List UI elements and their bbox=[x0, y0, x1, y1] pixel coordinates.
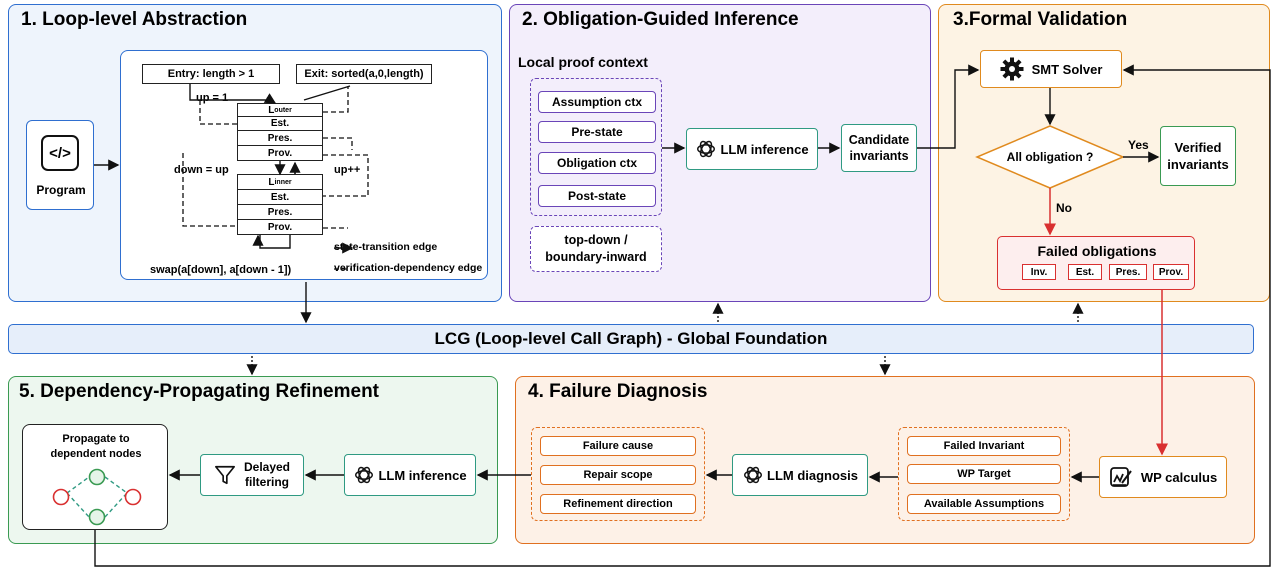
decision-label: All obligation ? bbox=[1006, 150, 1094, 164]
diag-refinement-direction: Refinement direction bbox=[540, 494, 696, 514]
no-label: No bbox=[1056, 201, 1072, 215]
diag-failure-cause: Failure cause bbox=[540, 436, 696, 456]
llm-diagnosis-box: LLM diagnosis bbox=[732, 454, 868, 496]
failed-tag-pres: Pres. bbox=[1109, 264, 1147, 280]
wp-icon bbox=[1109, 467, 1132, 487]
funnel-icon bbox=[214, 465, 235, 485]
verified-invariants-box: Verified invariants bbox=[1160, 126, 1236, 186]
llm-inference-refine-box: LLM inference bbox=[344, 454, 476, 496]
failed-tag-prov: Prov. bbox=[1153, 264, 1189, 280]
code-icon: </> bbox=[41, 135, 79, 171]
program-box: </> Program bbox=[26, 120, 94, 210]
graph-node-red-left bbox=[52, 488, 70, 506]
dependency-graph bbox=[52, 468, 142, 526]
diag-repair-scope: Repair scope bbox=[540, 465, 696, 485]
wp-item-target: WP Target bbox=[907, 464, 1061, 484]
graph-node-green-bottom bbox=[88, 508, 106, 526]
wp-item-failed-invariant: Failed Invariant bbox=[907, 436, 1061, 456]
yes-label: Yes bbox=[1128, 138, 1149, 152]
failed-tag-est: Est. bbox=[1068, 264, 1102, 280]
panel-title: 3.Formal Validation bbox=[953, 9, 1128, 30]
local-context-title: Local proof context bbox=[518, 54, 648, 70]
propagate-box: Propagate to dependent nodes bbox=[22, 424, 168, 530]
openai-icon bbox=[355, 466, 374, 484]
panel-title: 2. Obligation-Guided Inference bbox=[522, 9, 799, 30]
graph-node-green-top bbox=[88, 468, 106, 486]
wp-calculus-box: WP calculus bbox=[1099, 456, 1227, 498]
delayed-filtering-box: Delayed filtering bbox=[200, 454, 304, 496]
failed-obligations-box: Failed obligations Inv. Est. Pres. Prov. bbox=[997, 236, 1195, 290]
program-label: Program bbox=[36, 183, 86, 197]
failed-tag-inv: Inv. bbox=[1022, 264, 1056, 280]
wp-item-assumptions: Available Assumptions bbox=[907, 494, 1061, 514]
graph-node-red-right bbox=[124, 488, 142, 506]
failed-obligations-title: Failed obligations bbox=[1037, 243, 1157, 259]
panel-title: 1. Loop-level Abstraction bbox=[21, 9, 248, 30]
openai-icon bbox=[744, 466, 762, 484]
